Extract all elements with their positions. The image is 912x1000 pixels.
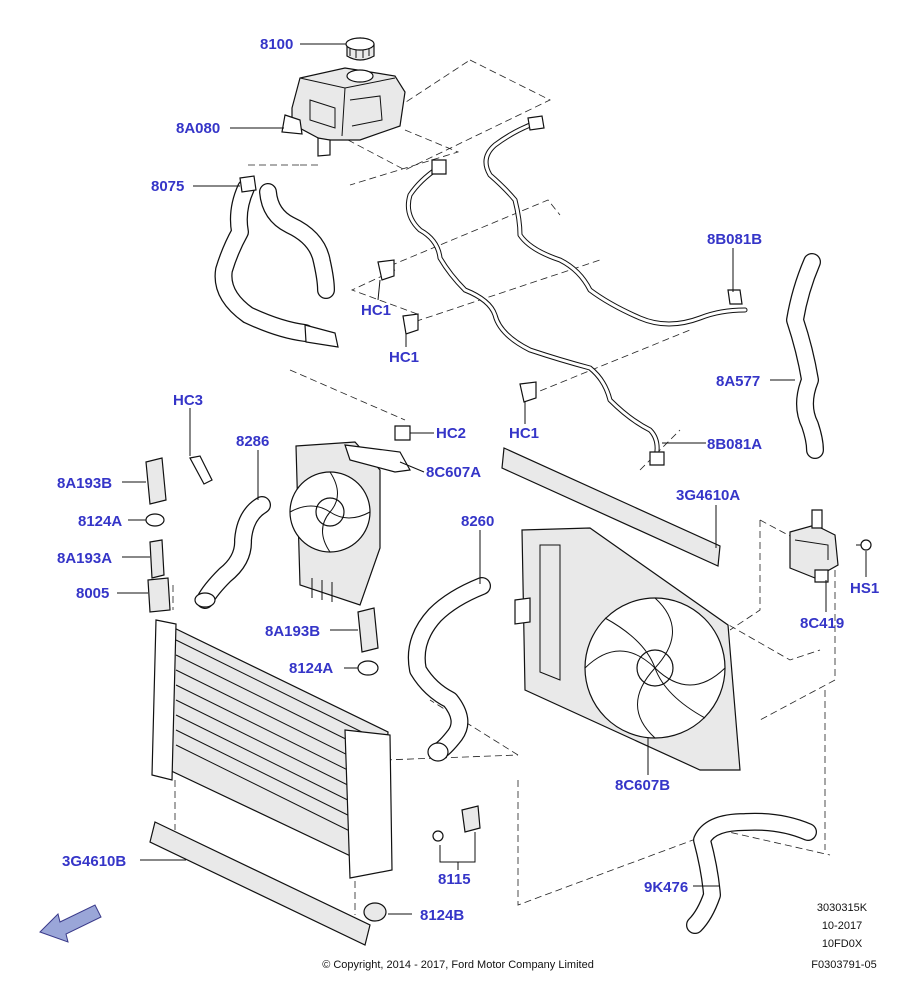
label-8260: 8260 xyxy=(461,513,494,530)
hose-clip-hc3 xyxy=(189,455,213,485)
label-hc1-c: HC1 xyxy=(509,425,539,442)
label-8005: 8005 xyxy=(76,585,109,602)
hose-clip-hc1-a xyxy=(377,259,395,281)
label-8A080: 8A080 xyxy=(176,120,220,137)
temperature-sensor-8C419 xyxy=(789,509,839,583)
label-8A577: 8A577 xyxy=(716,373,760,390)
label-3G4610B: 3G4610B xyxy=(62,853,126,870)
fan-shroud-8C607A xyxy=(289,441,411,606)
diagram-footer: © Copyright, 2014 - 2017, Ford Motor Com… xyxy=(322,902,877,971)
label-8A193B-upper: 8A193B xyxy=(57,475,112,492)
hose-9K476 xyxy=(686,812,817,934)
label-8A193B-lower: 8A193B xyxy=(265,623,320,640)
insulator-8124A-lower xyxy=(357,660,379,676)
label-3G4610A: 3G4610A xyxy=(676,487,740,504)
diagram-code-4: F0303791-05 xyxy=(811,959,876,971)
fan-shroud-8C607B xyxy=(514,527,741,771)
label-8100: 8100 xyxy=(260,36,293,53)
assembly-dashed-lines xyxy=(172,59,836,915)
label-hc3: HC3 xyxy=(173,392,203,409)
air-deflector-3G4610A xyxy=(501,447,721,567)
label-8075: 8075 xyxy=(151,178,184,195)
expansion-tank-cap-8100 xyxy=(345,37,375,61)
label-8115: 8115 xyxy=(438,871,471,888)
label-hc2: HC2 xyxy=(436,425,466,442)
label-hs1: HS1 xyxy=(850,580,879,597)
hose-clip-hc2 xyxy=(394,425,411,441)
insulator-8124A-upper xyxy=(145,513,165,527)
label-hc1-a: HC1 xyxy=(361,302,391,319)
label-8C607A: 8C607A xyxy=(426,464,481,481)
label-8124B: 8124B xyxy=(420,907,464,924)
label-8B081A: 8B081A xyxy=(707,436,762,453)
connector-8005 xyxy=(147,577,171,613)
hose-clip-hc1-c xyxy=(519,381,537,403)
bracket-8A193A xyxy=(149,539,165,579)
label-8286: 8286 xyxy=(236,433,269,450)
coolant-tube-8B081B xyxy=(483,115,748,327)
sensor-8115 xyxy=(432,805,481,842)
hose-8A577 xyxy=(786,253,824,459)
part-labels: 8100 8A080 8075 8B081B 8A577 HC1 HC1 HC1… xyxy=(57,36,879,924)
label-8A193A: 8A193A xyxy=(57,550,112,567)
hose-8260 xyxy=(407,577,491,762)
expansion-tank-8A080 xyxy=(281,67,406,157)
hose-8075 xyxy=(214,175,339,348)
hose-8286 xyxy=(194,496,271,609)
label-9K476: 9K476 xyxy=(644,879,688,896)
hose-clip-hc1-b xyxy=(402,313,419,335)
diagram-code-3: 10FD0X xyxy=(822,938,863,950)
insulator-8124B xyxy=(363,902,387,922)
air-deflector-3G4610B xyxy=(149,821,371,946)
label-8124A-lower: 8124A xyxy=(289,660,333,677)
bracket-8A193B-upper xyxy=(145,457,167,505)
bracket-8A193B-lower xyxy=(357,607,379,653)
label-8C419: 8C419 xyxy=(800,615,844,632)
label-8B081B: 8B081B xyxy=(707,231,762,248)
label-8C607B: 8C607B xyxy=(615,777,670,794)
copyright-notice: © Copyright, 2014 - 2017, Ford Motor Com… xyxy=(322,959,594,971)
radiator xyxy=(151,619,393,879)
label-8124A-upper: 8124A xyxy=(78,513,122,530)
diagram-code-1: 3030315K xyxy=(817,902,868,914)
diagram-code-2: 10-2017 xyxy=(822,920,862,932)
leader-lines xyxy=(117,43,867,915)
hose-clip-hs1 xyxy=(856,539,872,551)
label-hc1-b: HC1 xyxy=(389,349,419,366)
coolant-tube-8B081A xyxy=(405,159,665,466)
front-direction-arrow-icon xyxy=(39,904,102,943)
